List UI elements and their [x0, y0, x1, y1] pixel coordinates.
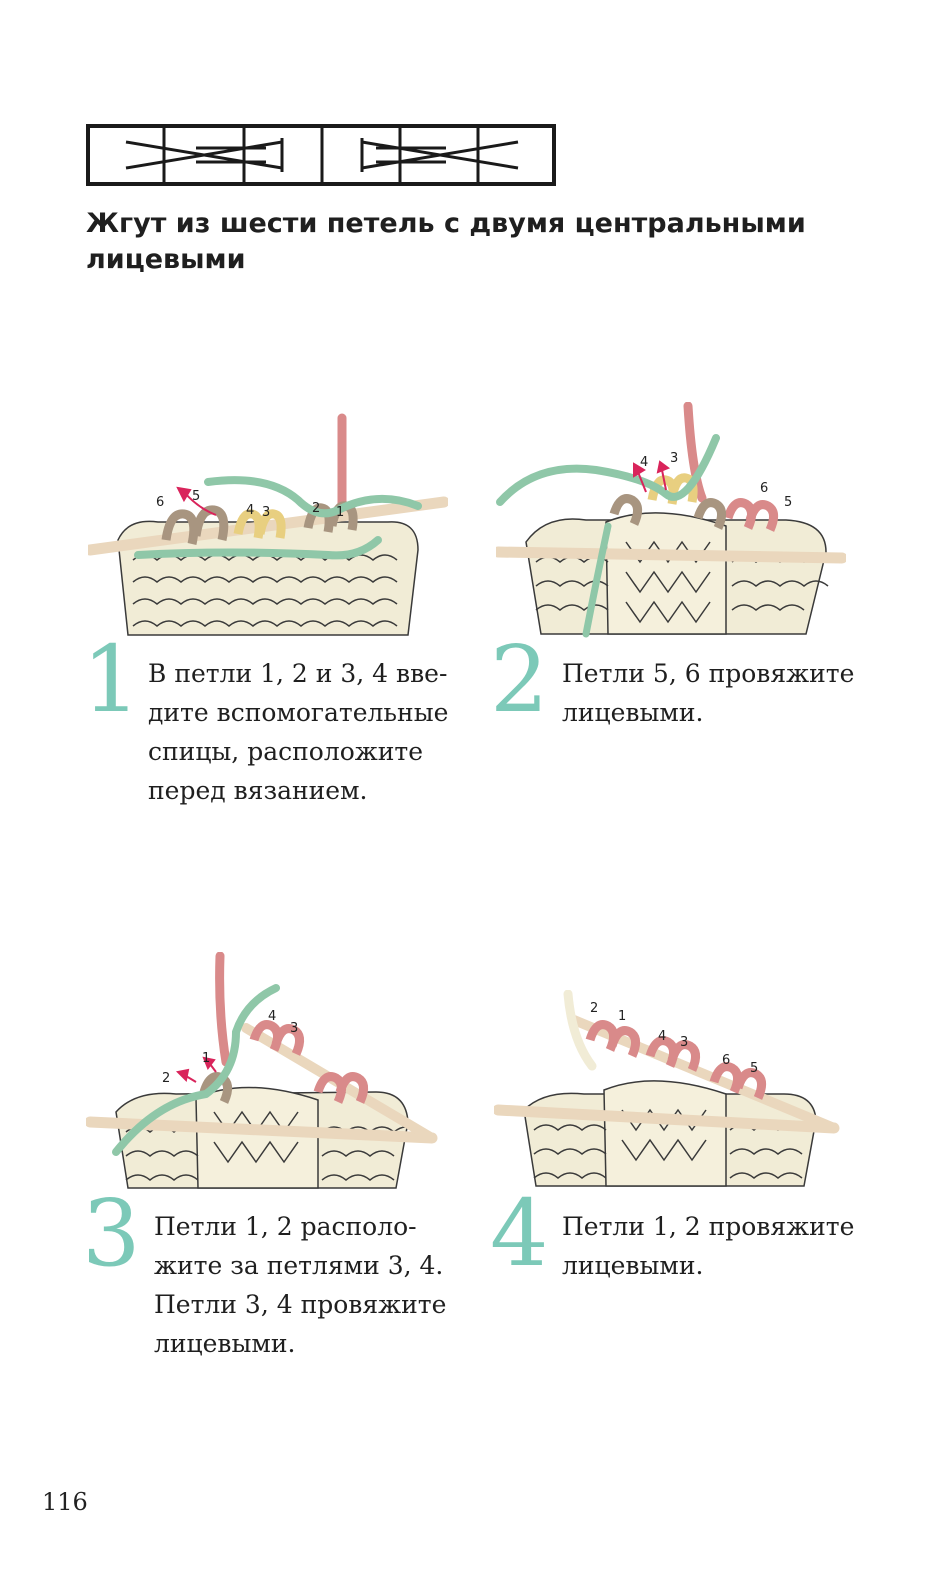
step-1-illustration: 6 5 4 3 2 1: [88, 413, 448, 636]
step-number: 2: [490, 626, 549, 733]
step-number: 4: [490, 1180, 549, 1287]
loop-label: 6: [722, 1053, 730, 1068]
move-arrows: [175, 1056, 217, 1083]
loop-label: 1: [202, 1051, 210, 1066]
loop-label: 4: [246, 503, 254, 518]
step-text: В петли 1, 2 и 3, 4 вве- дите вспомогате…: [148, 659, 449, 805]
step-3-illustration: 4 3 2 1: [86, 952, 438, 1189]
loops-5-6: [723, 498, 778, 532]
needle: [88, 496, 448, 556]
needle: [496, 546, 846, 564]
loop-label: 4: [268, 1009, 276, 1024]
loop-label: 1: [336, 505, 344, 520]
loops-1-2: [585, 1020, 640, 1058]
loops-3-4: [249, 1020, 304, 1056]
loop-label: 4: [658, 1029, 666, 1044]
step-4-illustration: 2 1 4 3 6 5: [494, 990, 840, 1187]
loop-label: 3: [680, 1035, 688, 1050]
loops-1-2: [609, 494, 726, 530]
fabric-stitch-rows: [132, 554, 398, 627]
loops-5-6: [161, 505, 229, 545]
loop-label: 1: [618, 1009, 626, 1024]
knit-arrows: [633, 460, 671, 493]
step-text: Петли 1, 2 провяжите лицевыми.: [562, 1212, 855, 1280]
insert-arrow: [176, 486, 217, 516]
step-2-illustration: 4 3 6 5: [496, 402, 846, 638]
step-text: Петли 5, 6 провяжите лицевыми.: [562, 659, 855, 727]
loop-label: 3: [290, 1021, 298, 1036]
loops-3-4: [645, 1036, 700, 1072]
knit-fabric: [523, 1080, 827, 1187]
aux-needle-back: [204, 476, 422, 518]
step-number: 1: [82, 626, 141, 733]
loop-label: 6: [760, 481, 768, 496]
loop-label: 2: [590, 1001, 598, 1016]
working-yarn: [563, 990, 597, 1071]
aux-needle: [112, 984, 280, 1156]
cable-column: [195, 1086, 319, 1189]
loop-label: 3: [262, 505, 270, 520]
knit-fabric: [115, 1086, 419, 1189]
step-number: 3: [82, 1180, 141, 1287]
loops-5-6: [313, 1072, 368, 1104]
page-title: Жгут из шести петель с двумя центральным…: [86, 208, 806, 275]
page-number: 116: [42, 1488, 88, 1516]
loop-label: 3: [670, 451, 678, 466]
working-yarn: [683, 402, 707, 503]
aux-needle-front: [134, 536, 382, 560]
step-text: Петли 1, 2 располо- жите за петлями 3, 4…: [154, 1212, 447, 1358]
aux-needle: [496, 434, 720, 506]
loop-label: 5: [784, 495, 792, 510]
loop-label: 6: [156, 495, 164, 510]
needle: [494, 1104, 840, 1134]
cable-column: [605, 512, 727, 635]
loop-label: 5: [750, 1061, 758, 1076]
loop-label: 4: [640, 455, 648, 470]
loop-label: 2: [162, 1071, 170, 1086]
aux-needle-2: [582, 522, 612, 638]
loop-label: 5: [192, 489, 200, 504]
cable-chart-symbol: [86, 124, 556, 186]
working-yarn: [215, 952, 231, 1067]
loops-3-4: [233, 509, 286, 539]
loops-5-6: [709, 1062, 766, 1100]
knit-fabric: [525, 512, 829, 635]
cable-column: [603, 1080, 727, 1187]
loop-label: 2: [312, 501, 320, 516]
